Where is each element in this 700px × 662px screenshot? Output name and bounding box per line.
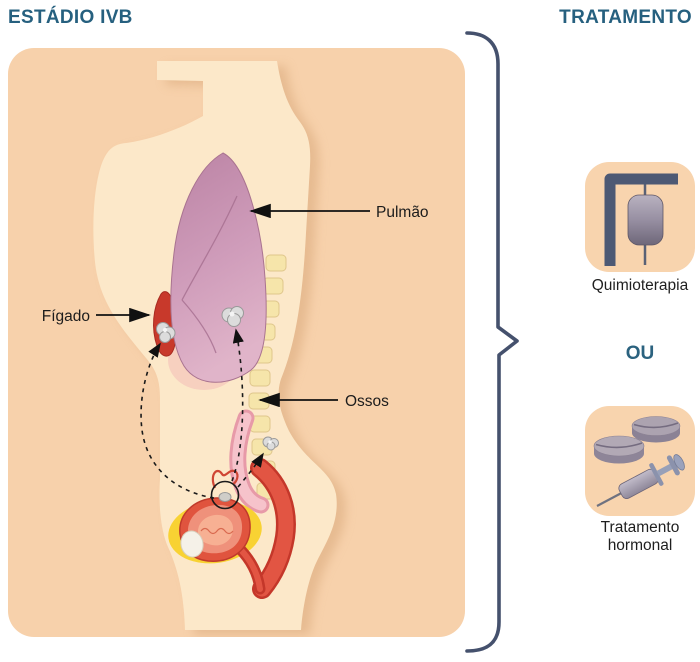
- pelvic-organs: [168, 409, 296, 599]
- torso-illustration: Pulmão Fígado Ossos: [42, 61, 429, 635]
- bone-nodule: [262, 436, 279, 451]
- pill-back-icon: [631, 416, 681, 443]
- uterus-cavity: [198, 514, 234, 546]
- stage-title: ESTÁDIO IVB: [8, 7, 133, 28]
- metastasis-nodules: [156, 306, 279, 451]
- liver-label: Fígado: [42, 308, 90, 325]
- curly-brace: [465, 31, 519, 653]
- sigmoid-colon-core: [232, 412, 267, 511]
- iv-drip-icon: [604, 173, 678, 266]
- lung-shape: [170, 152, 267, 383]
- lung-fissure: [181, 195, 238, 354]
- or-separator: OU: [625, 343, 655, 364]
- lung-label: Pulmão: [376, 204, 429, 221]
- chemotherapy-card: [585, 162, 695, 272]
- iv-pole: [604, 173, 678, 266]
- anatomy-panel: Pulmão Fígado Ossos: [8, 48, 465, 637]
- vagina-canal-core: [236, 545, 263, 592]
- hormonal-card: [585, 406, 695, 516]
- bladder-shape: [180, 530, 204, 558]
- path-to-liver: [140, 342, 215, 499]
- metastasis-paths: [140, 328, 264, 499]
- rectum-core: [252, 460, 294, 597]
- path-to-bone: [237, 452, 264, 488]
- treatment-title: TRATAMENTO: [559, 7, 692, 28]
- syringe-icon: [596, 454, 685, 507]
- bones-label: Ossos: [345, 393, 389, 410]
- fallopian-tube-shape: [211, 469, 239, 489]
- lung-nodule: [221, 306, 244, 327]
- hormonal-label: Tratamento hormonal: [600, 519, 680, 554]
- pill-front-icon: [593, 435, 645, 464]
- primary-tumor-nodule: [218, 492, 232, 502]
- annotation-arrows: [96, 203, 370, 408]
- primary-tumor-circle: [210, 480, 240, 510]
- uterus-cavity-line: [200, 527, 234, 535]
- iv-bag: [627, 194, 664, 246]
- pills-and-syringe-icon: [593, 416, 685, 507]
- liver-nodule: [156, 322, 176, 343]
- chemotherapy-label: Quimioterapia: [591, 277, 689, 294]
